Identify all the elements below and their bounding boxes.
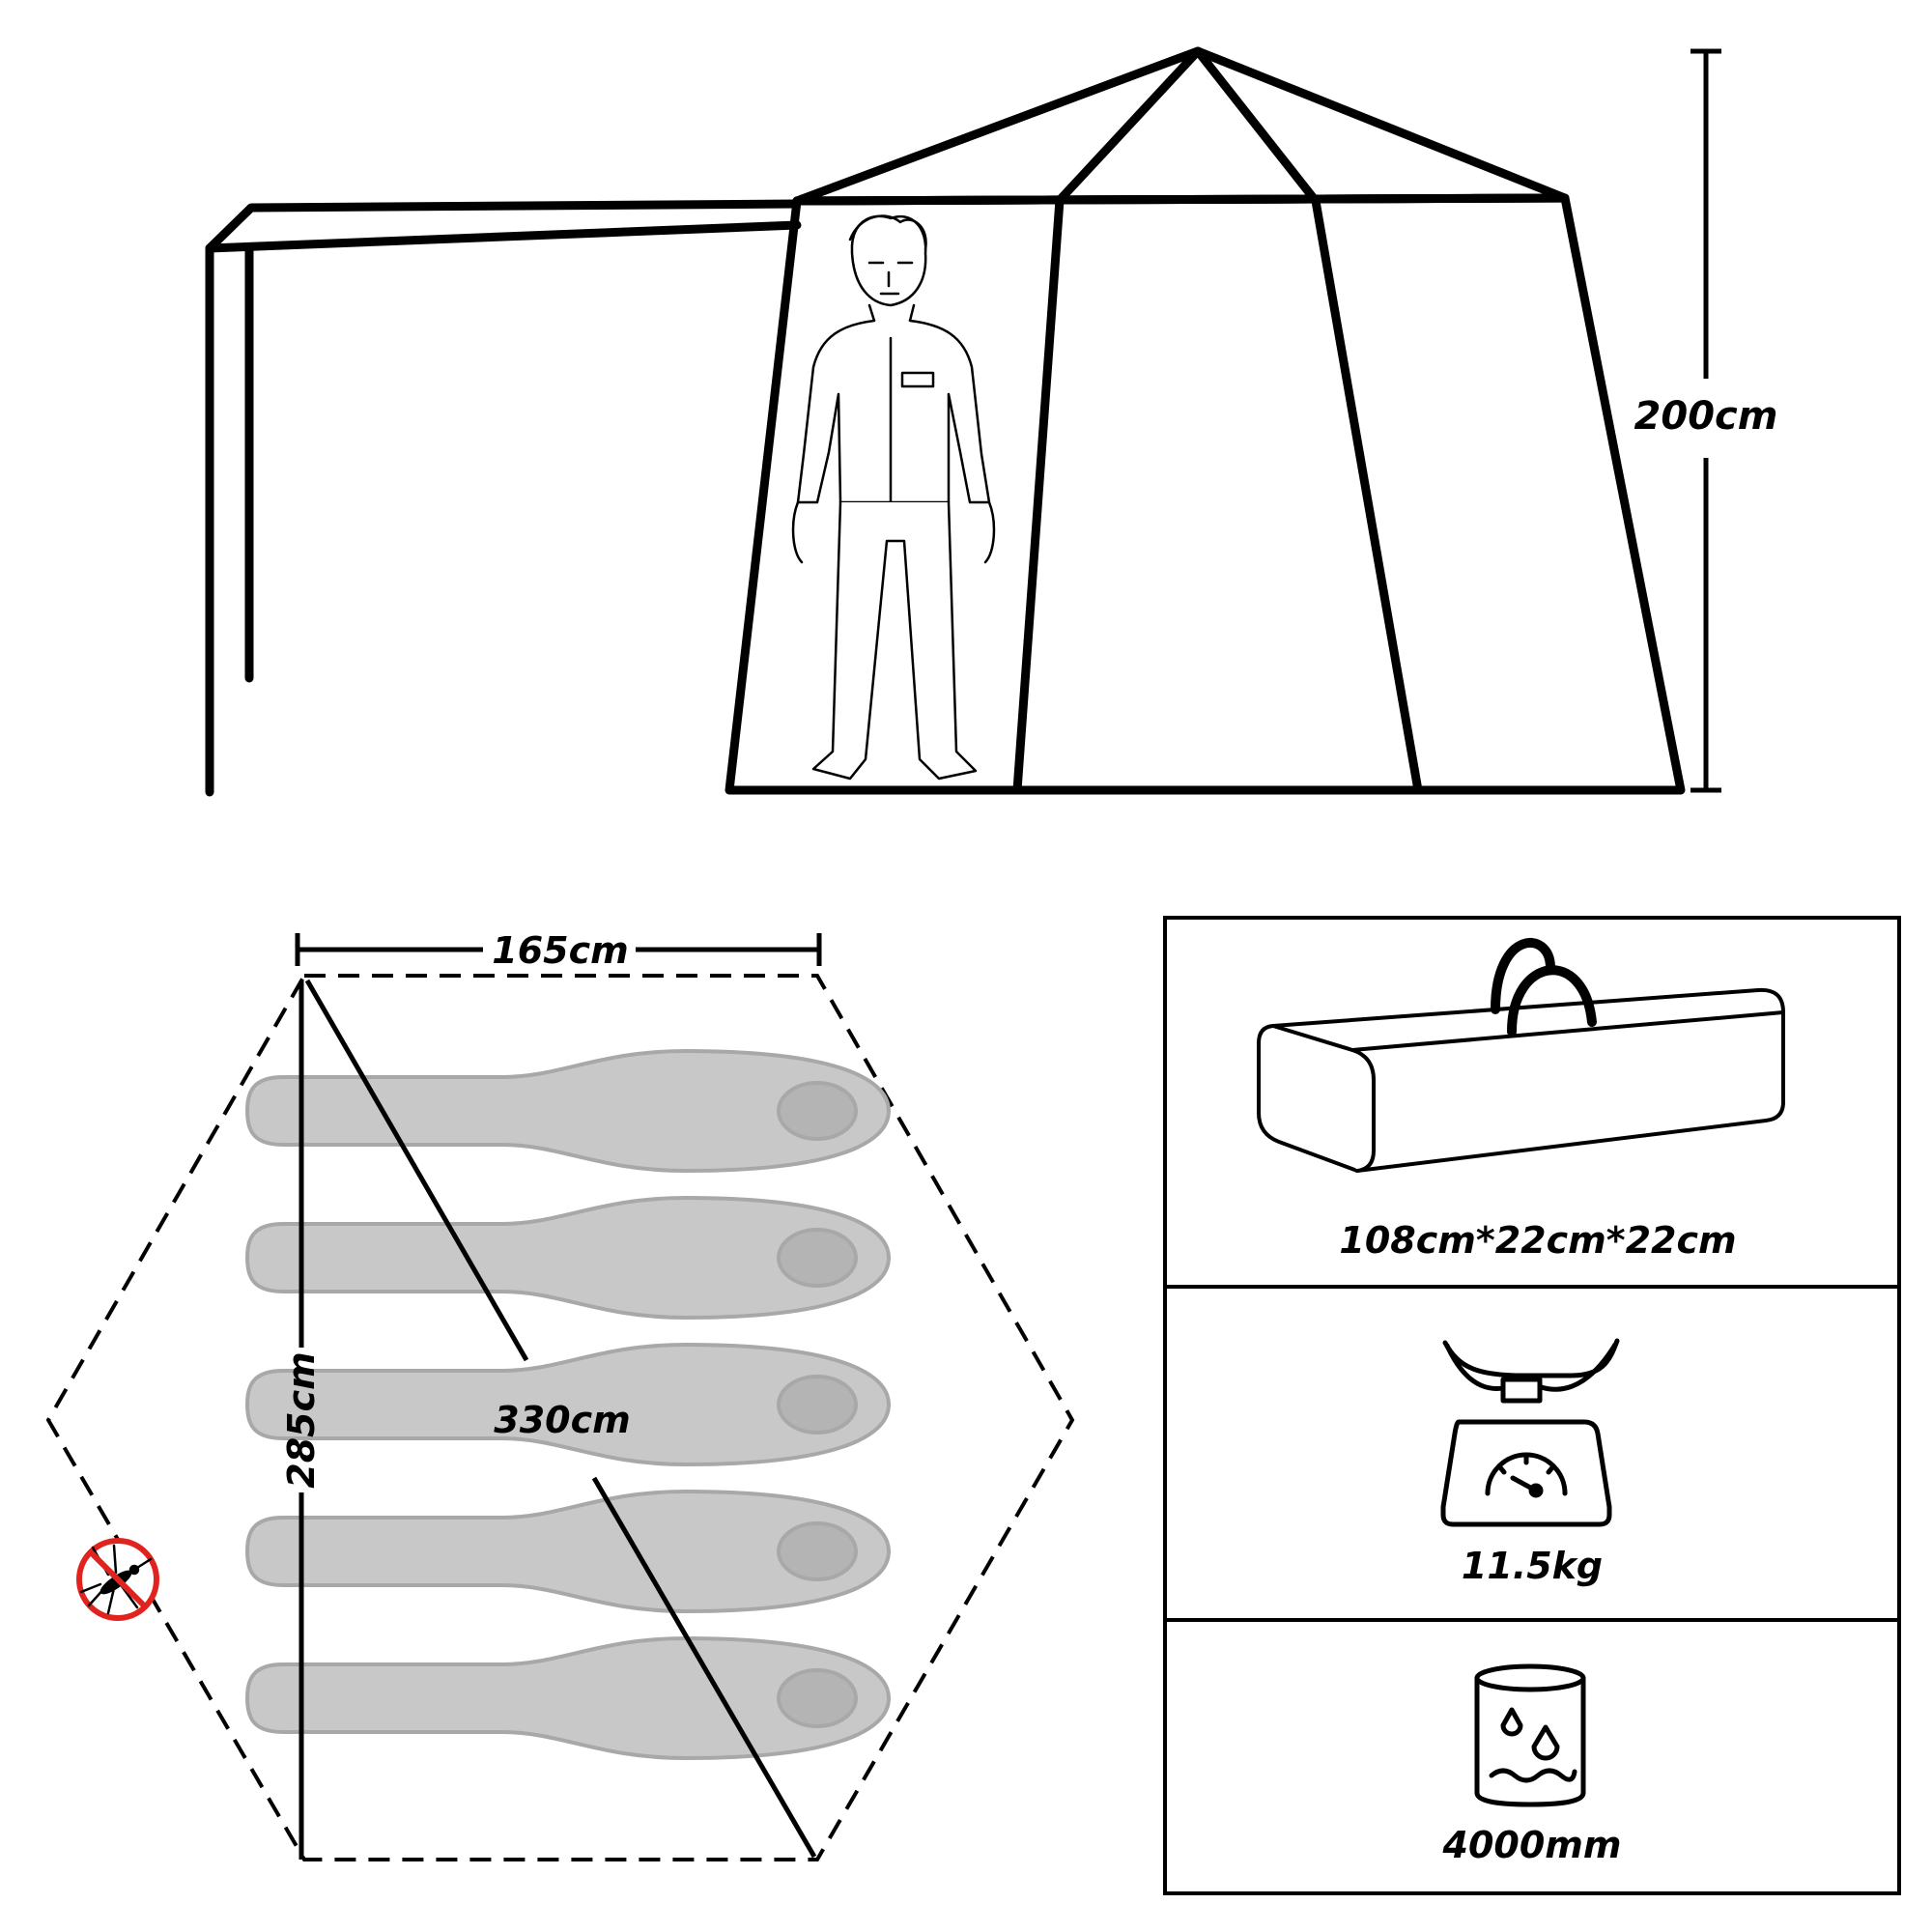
sleeping-bag [244, 1635, 892, 1761]
sleeping-bag-pillow [777, 1668, 858, 1728]
no-mosquito-icon [76, 1538, 159, 1621]
sleeping-bags [244, 1048, 892, 1761]
package-size-label: 108cm*22cm*22cm [1339, 1219, 1736, 1262]
diagonal-dimension [304, 979, 817, 1859]
tent-roof-front-panel [1055, 46, 1321, 206]
width-dimension [295, 933, 822, 966]
waterproof-label: 4000mm [1442, 1824, 1622, 1866]
depth-label: 285cm [280, 1351, 323, 1488]
sleeping-bag [244, 1489, 892, 1614]
tent-front-seam-right [1311, 196, 1423, 795]
sleeping-bag [244, 1195, 892, 1321]
width-label: 165cm [492, 929, 628, 972]
carry-bag-icon [1257, 938, 1785, 1173]
diagonal-label: 330cm [494, 1399, 630, 1441]
weight-label: 11.5kg [1462, 1545, 1603, 1587]
floor-plan: 165cm 285cm 330cm [45, 929, 1075, 1861]
sleeping-bag-pillow [777, 1521, 858, 1581]
tent-front-seam-left [1012, 195, 1065, 795]
sleeping-bag [244, 1048, 892, 1174]
tent-elevation [205, 46, 1686, 797]
spec-panel [1163, 916, 1901, 1895]
sleeping-bag-pillow [777, 1375, 858, 1435]
awning-roof-line [205, 199, 802, 797]
awning-lower-line [205, 220, 802, 253]
sleeping-bag-pillow [777, 1081, 858, 1141]
tent-body-outline [724, 193, 1686, 795]
height-dimension [1690, 48, 1721, 793]
scale-icon [1440, 1338, 1620, 1527]
person-figure [791, 214, 996, 781]
sleeping-bag [244, 1342, 892, 1467]
water-drop-icon [1474, 1663, 1586, 1807]
height-label: 200cm [1634, 394, 1778, 439]
floor-outline [45, 974, 1075, 1861]
sleeping-bag-pillow [777, 1228, 858, 1288]
